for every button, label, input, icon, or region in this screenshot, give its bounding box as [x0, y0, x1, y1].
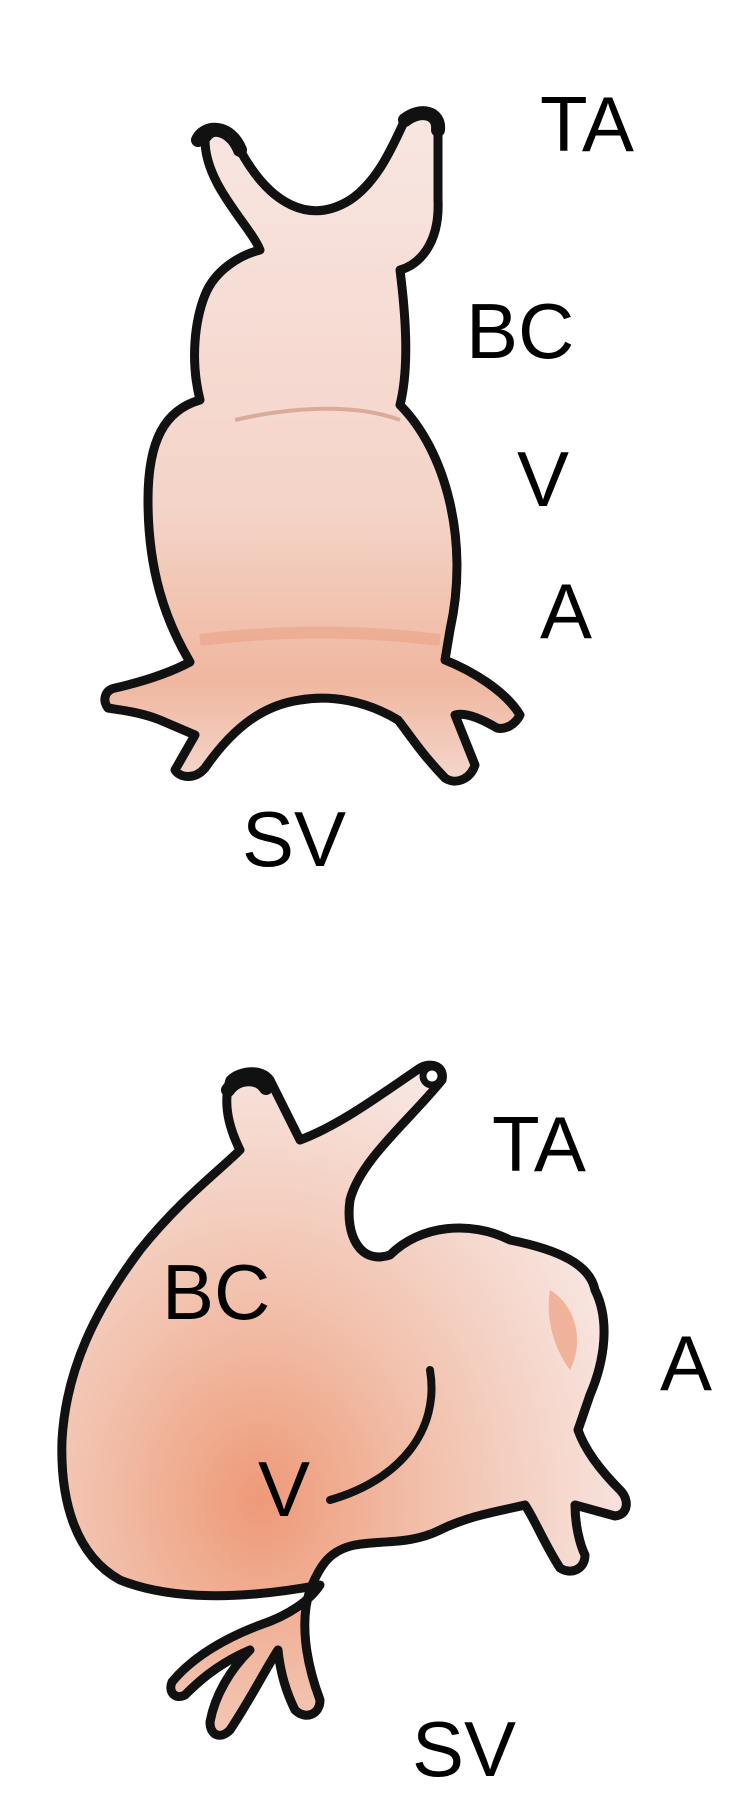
label-bc: BC [466, 292, 574, 370]
label-sv: SV [412, 1710, 516, 1788]
straight-tube-outline [105, 113, 520, 781]
label-bc: BC [162, 1253, 270, 1331]
looped-heart-tube-drawing [0, 1010, 730, 1794]
label-sv: SV [242, 800, 346, 878]
straight-heart-tube-panel: TA BC V A SV [0, 0, 730, 940]
label-a: A [660, 1324, 712, 1402]
label-ta: TA [540, 85, 634, 163]
looped-heart-tube-panel: TA BC A V SV [0, 1010, 730, 1794]
label-v: V [517, 440, 569, 518]
label-v: V [258, 1450, 310, 1528]
truncus-arteriosus-tip [423, 1067, 441, 1085]
label-a: A [540, 572, 592, 650]
label-ta: TA [492, 1105, 586, 1183]
